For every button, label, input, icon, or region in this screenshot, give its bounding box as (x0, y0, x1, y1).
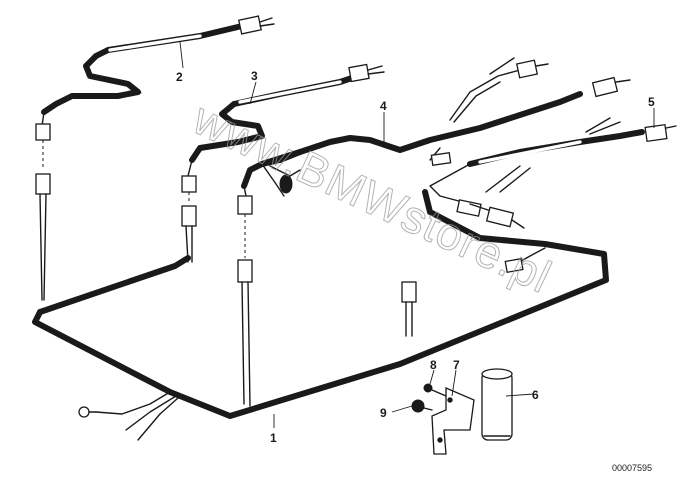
callout-5: 5 (648, 95, 655, 109)
harness-5 (429, 117, 677, 274)
connector-icon (591, 76, 619, 98)
callout-9: 9 (380, 406, 387, 420)
callout-leaders (179, 41, 655, 428)
callout-8: 8 (430, 358, 437, 372)
plug-icon (35, 123, 51, 141)
harness-4 (237, 57, 631, 407)
callout-1: 1 (270, 431, 277, 445)
plug-icon (237, 195, 253, 215)
connector-icon (237, 15, 263, 35)
nut-part-9 (411, 399, 433, 413)
canister-part-6 (481, 368, 513, 441)
connector-icon (504, 257, 524, 274)
socket-icon (237, 259, 253, 283)
connector-icon (644, 123, 668, 143)
plug-icon (181, 175, 197, 193)
ground-eyelet-icon (78, 406, 90, 418)
plug-icon (279, 174, 293, 194)
callout-4: 4 (380, 99, 387, 113)
harness-3 (181, 63, 385, 263)
connector-icon (430, 152, 452, 166)
bracket-part-7 (431, 387, 475, 455)
callout-2: 2 (176, 70, 183, 84)
harness-2 (35, 15, 275, 301)
callout-7: 7 (453, 358, 460, 372)
callout-6: 6 (532, 388, 539, 402)
socket-icon (181, 205, 197, 227)
socket-icon (401, 281, 417, 303)
connector-icon (515, 59, 539, 79)
callout-3: 3 (251, 69, 258, 83)
connector-icon (348, 63, 370, 83)
nut-icon (411, 399, 425, 413)
canister-icon (481, 371, 513, 441)
screw-icon (423, 383, 433, 393)
loop-plug-right (401, 281, 417, 337)
socket-icon (35, 173, 51, 195)
screw-part-8 (423, 383, 447, 397)
connector-icon (456, 199, 482, 217)
diagram-number: 00007595 (612, 463, 652, 473)
main-harness-loop (32, 189, 609, 441)
